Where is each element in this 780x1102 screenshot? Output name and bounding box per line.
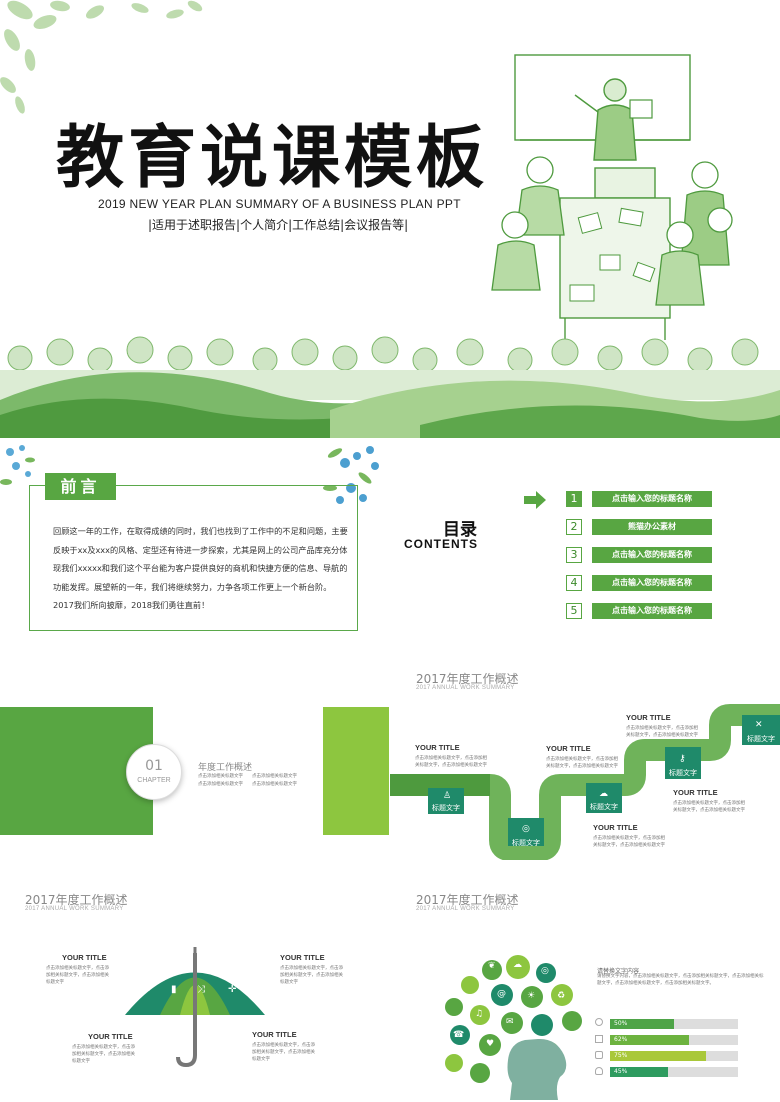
shuffle-icon: ⤨ — [197, 984, 205, 995]
music-icon: ♫ — [475, 1009, 484, 1019]
flow-node-label: 标题文字 — [747, 735, 775, 743]
cover-subtitle-cn: |适用于述职报告|个人简介|工作总结|会议报告等| — [148, 218, 409, 232]
bulb-icon: ☀ — [527, 991, 536, 1001]
compass-icon: ✛ — [228, 984, 237, 995]
chat-icon: ☁ — [513, 960, 522, 970]
mail-icon: ✉ — [506, 1017, 514, 1027]
chapter-word: CHAPTER — [137, 777, 171, 784]
chapter-bullet: 点击添加相关标题文字 — [252, 774, 297, 779]
umbrella-title-3: YOUR TITLE — [88, 1032, 133, 1041]
umbrella-title-4: YOUR TITLE — [252, 1030, 297, 1039]
stair-flow-diagram — [390, 704, 780, 860]
toc-num-5: 5 — [566, 603, 582, 619]
cover-subtitle-en: 2019 NEW YEAR PLAN SUMMARY OF A BUSINESS… — [98, 197, 461, 211]
toc-item-3[interactable]: 点击输入您的标题名称 — [592, 547, 712, 563]
list-icon: ≡ — [142, 984, 151, 995]
arrow-right-icon — [524, 491, 546, 509]
flow-desc-4: 点击添加相关标题文字，点击添加相关标题文字，点击添加相关标题文字 — [593, 836, 665, 848]
chapter-bullet: 点击添加相关标题文字 — [252, 782, 297, 787]
umbrella-desc-2: 点击添加相关标题文字，点击添加相关标题文字，点击添加相关标题文字 — [280, 966, 343, 985]
flow-desc-3: 点击添加相关标题文字，点击添加相关标题文字，点击添加相关标题文字 — [626, 726, 698, 738]
toc-item-4[interactable]: 点击输入您的标题名称 — [592, 575, 712, 591]
tools-icon: ✕ — [755, 720, 763, 730]
hills-crowd-decoration — [0, 336, 780, 438]
bar-chart-icon: ▮ — [171, 984, 177, 995]
cover-slide: 教育说课模板 2019 NEW YEAR PLAN SUMMARY OF A B… — [0, 0, 780, 438]
bar-track — [610, 1019, 738, 1029]
chapter-bullet: 点击添加相关标题文字 — [198, 774, 243, 779]
chapter-number: 01 — [145, 758, 163, 774]
overview-title: 2017年度工作概述 — [416, 672, 519, 686]
umbrella-subtitle: 2017 ANNUAL WORK SUMMARY — [25, 906, 124, 912]
bars-intro: 请替换文字内容，点击添加相关标题文字，点击添加相关标题文字，点击添加相关标题文字… — [597, 974, 764, 986]
chapter-circle — [126, 744, 182, 800]
key-icon: ⚷ — [679, 754, 686, 764]
flow-node-label: 标题文字 — [432, 804, 460, 812]
toc-num-3: 3 — [566, 547, 582, 563]
toc-num-1: 1 — [566, 491, 582, 507]
toc-item-1[interactable]: 点击输入您的标题名称 — [592, 491, 712, 507]
at-icon: @ — [497, 989, 506, 999]
cloud-icon: ☁ — [599, 789, 608, 799]
umbrella-title: 2017年度工作概述 — [25, 893, 128, 907]
bars-heading: 请替换文字内容 — [597, 968, 640, 975]
toc-title: 目录 — [443, 520, 477, 540]
flow-node-label: 标题文字 — [590, 803, 618, 811]
flow-title-3: YOUR TITLE — [626, 713, 671, 722]
flow-title-4: YOUR TITLE — [593, 823, 638, 832]
cover-title: 教育说课模板 — [56, 119, 489, 198]
recycle-icon: ♻ — [557, 991, 566, 1001]
flowers-left-decoration — [0, 445, 35, 485]
check-icon — [595, 1018, 603, 1026]
classroom-illustration — [491, 54, 733, 340]
overview-subtitle: 2017 ANNUAL WORK SUMMARY — [416, 685, 515, 691]
umbrella-title-2: YOUR TITLE — [280, 953, 325, 962]
flow-title-1: YOUR TITLE — [415, 743, 460, 752]
chapter-heading: 年度工作概述 — [198, 763, 253, 773]
head-icon-cloud — [445, 955, 582, 1100]
flow-desc-5: 点击添加相关标题文字，点击添加相关标题文字，点击添加相关标题文字 — [673, 801, 745, 813]
flow-title-2: YOUR TITLE — [546, 744, 591, 753]
leaves-decoration — [0, 0, 203, 114]
flow-title-5: YOUR TITLE — [673, 788, 718, 797]
globe-icon: ◎ — [541, 966, 549, 976]
flow-node-label: 标题文字 — [512, 839, 540, 847]
bar-track — [610, 1067, 738, 1077]
globe-icon: ◎ — [522, 824, 530, 834]
image-icon — [595, 1051, 603, 1059]
preface-tag: 前言 — [45, 473, 116, 500]
chapter-bullet: 点击添加相关标题文字 — [198, 782, 243, 787]
leaf-icon: ❦ — [488, 961, 496, 971]
flow-green-block — [323, 707, 389, 835]
bar-fill-3: 75% — [610, 1051, 706, 1061]
bar-fill-4: 45% — [610, 1067, 668, 1077]
toc-subtitle: CONTENTS — [404, 537, 478, 551]
umbrella-desc-3: 点击添加相关标题文字，点击添加相关标题文字，点击添加相关标题文字 — [72, 1045, 135, 1064]
bar-fill-1: 50% — [610, 1019, 674, 1029]
toc-num-2: 2 — [566, 519, 582, 535]
preface-body: 回顾这一年的工作，在取得成绩的同时，我们也找到了工作中的不足和问题，主要反映于x… — [53, 526, 348, 610]
lock-icon — [595, 1035, 603, 1043]
toc-slide — [390, 438, 780, 648]
toc-item-2[interactable]: 熊猫办公素材 — [592, 519, 712, 535]
bars-slide-subtitle: 2017 ANNUAL WORK SUMMARY — [416, 906, 515, 912]
bar-fill-2: 62% — [610, 1035, 689, 1045]
person-icon: ♙ — [443, 791, 452, 801]
toc-num-4: 4 — [566, 575, 582, 591]
phone-icon: ☎ — [453, 1030, 465, 1040]
heart-icon: ♥ — [486, 1039, 495, 1049]
umbrella-desc-1: 点击添加相关标题文字，点击添加相关标题文字，点击添加相关标题文字 — [46, 966, 109, 985]
umbrella-desc-4: 点击添加相关标题文字，点击添加相关标题文字，点击添加相关标题文字 — [252, 1043, 315, 1062]
flow-desc-2: 点击添加相关标题文字，点击添加相关标题文字，点击添加相关标题文字 — [546, 757, 618, 769]
bars-slide-title: 2017年度工作概述 — [416, 893, 519, 907]
database-icon — [595, 1067, 603, 1075]
umbrella-diagram — [125, 947, 265, 1068]
umbrella-title-1: YOUR TITLE — [62, 953, 107, 962]
preface-box — [29, 485, 358, 631]
flow-node-label: 标题文字 — [669, 769, 697, 777]
flow-desc-1: 点击添加相关标题文字，点击添加相关标题文字，点击添加相关标题文字 — [415, 756, 487, 768]
toc-item-5[interactable]: 点击输入您的标题名称 — [592, 603, 712, 619]
